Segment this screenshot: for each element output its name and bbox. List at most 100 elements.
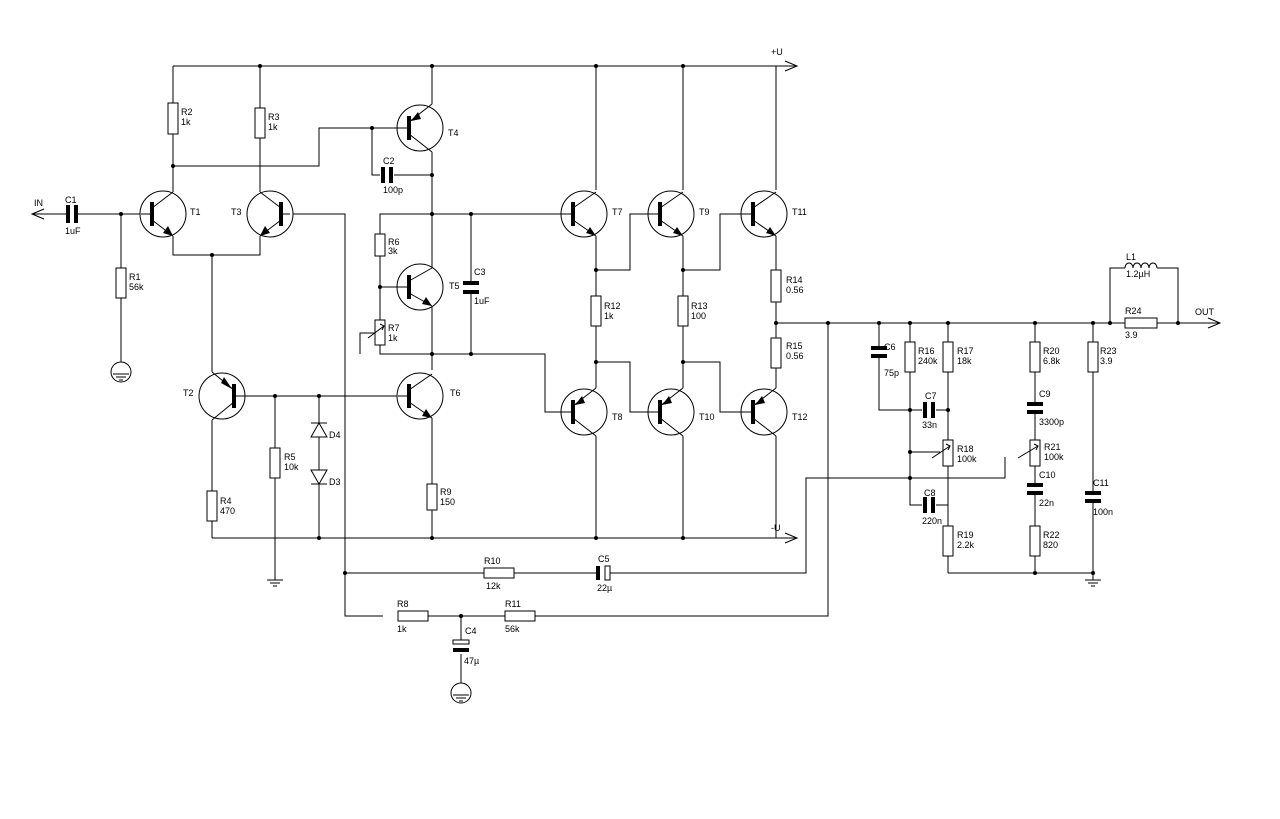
r14-ref: R14 — [786, 275, 803, 285]
c5-value: 22µ — [597, 583, 612, 593]
output-label: OUT — [1195, 307, 1215, 317]
transistor-t8 — [555, 387, 608, 437]
resistor-r12 — [590, 295, 602, 327]
transistor-t10 — [643, 387, 695, 437]
c7-value: 33n — [922, 420, 937, 430]
r6-ref: R6 — [388, 237, 400, 247]
t2-label: T2 — [183, 388, 194, 398]
resistor-r17 — [942, 341, 954, 373]
r16-ref: R16 — [918, 346, 935, 356]
r5-ref: R5 — [284, 452, 296, 462]
r17-ref: R17 — [957, 346, 974, 356]
transistor-t7 — [548, 190, 608, 238]
c9-value: 3300p — [1039, 417, 1064, 427]
r5-value: 10k — [284, 462, 299, 472]
resistor-r16 — [904, 341, 916, 373]
r3-value: 1k — [268, 122, 278, 132]
c6-ref: C6 — [884, 342, 896, 352]
c6-value: 75p — [884, 368, 899, 378]
r2-ref: R2 — [181, 107, 193, 117]
r22-ref: R22 — [1043, 530, 1060, 540]
resistor-r1 — [115, 267, 127, 299]
r20-value: 6.8k — [1043, 356, 1061, 366]
r18-value: 100k — [957, 454, 977, 464]
resistor-r3 — [254, 107, 266, 139]
r7-value: 1k — [388, 333, 398, 343]
vminus-label: -U — [771, 523, 781, 533]
r12-value: 1k — [604, 311, 614, 321]
labels: IN OUT +U -U C1 1uF R1 56k R2 1k R3 1k T… — [34, 47, 1215, 666]
transistor-t11 — [740, 190, 788, 238]
resistor-r7 — [374, 319, 386, 346]
ground-symbols — [110, 361, 1101, 704]
resistor-r10 — [483, 567, 515, 579]
wires — [30, 60, 1222, 683]
r17-value: 18k — [957, 356, 972, 366]
resistor-r20 — [1029, 341, 1041, 373]
c3-value: 1uF — [474, 296, 490, 306]
t6-label: T6 — [450, 388, 461, 398]
r15-value: 0.56 — [786, 351, 804, 361]
r11-ref: R11 — [505, 599, 521, 609]
t3-label: T3 — [231, 207, 242, 217]
r13-ref: R13 — [691, 301, 708, 311]
c8-ref: C8 — [924, 488, 936, 498]
c1-value: 1uF — [65, 226, 81, 236]
resistor-r19 — [942, 525, 954, 557]
resistor-r15 — [770, 337, 782, 369]
resistor-r6 — [374, 233, 386, 257]
r1-value: 56k — [129, 282, 144, 292]
input-label: IN — [34, 198, 43, 208]
resistor-r2 — [167, 102, 179, 135]
r3-ref: R3 — [268, 112, 280, 122]
diodes — [310, 421, 328, 486]
r21-ref: R21 — [1044, 442, 1061, 452]
r10-value: 12k — [486, 581, 501, 591]
resistor-r24 — [1124, 317, 1158, 329]
r13-value: 100 — [691, 311, 706, 321]
resistor-r4 — [206, 490, 218, 522]
resistor-r22 — [1029, 525, 1041, 557]
c1-ref: C1 — [65, 195, 77, 205]
c10-value: 22n — [1039, 498, 1054, 508]
r8-value: 1k — [397, 624, 407, 634]
r23-ref: R23 — [1100, 346, 1117, 356]
d3-label: D3 — [329, 477, 341, 487]
transistor-t2 — [198, 371, 248, 421]
c2-value: 100p — [383, 185, 403, 195]
t4-label: T4 — [448, 128, 459, 138]
c11-value: 100n — [1093, 507, 1113, 517]
t9-label: T9 — [699, 207, 710, 217]
t7-label: T7 — [612, 207, 623, 217]
transistor-t12 — [740, 387, 788, 437]
r11-value: 56k — [505, 624, 520, 634]
r1-ref: R1 — [129, 272, 141, 282]
transistor-t4 — [395, 103, 444, 153]
r15-ref: R15 — [786, 341, 803, 351]
r24-ref: R24 — [1125, 306, 1142, 316]
l1-ref: L1 — [1126, 252, 1136, 262]
transistor-t1 — [139, 190, 187, 238]
l1-value: 1.2µH — [1126, 269, 1150, 279]
r2-value: 1k — [181, 117, 191, 127]
c4-ref: C4 — [465, 626, 477, 636]
resistor-r23 — [1087, 341, 1099, 373]
vplus-label: +U — [771, 47, 783, 57]
r22-value: 820 — [1043, 540, 1058, 550]
r20-ref: R20 — [1043, 346, 1060, 356]
r19-ref: R19 — [957, 530, 974, 540]
r4-ref: R4 — [220, 496, 232, 506]
resistor-r13 — [677, 295, 689, 327]
transistor-t9 — [643, 190, 695, 238]
r7-ref: R7 — [388, 323, 400, 333]
r8-ref: R8 — [397, 599, 409, 609]
resistor-r5 — [269, 447, 281, 479]
r24-value: 3.9 — [1125, 330, 1138, 340]
c4-value: 47µ — [464, 656, 479, 666]
transistor-t3 — [246, 190, 294, 238]
r10-ref: R10 — [484, 556, 501, 566]
c2-ref: C2 — [383, 156, 395, 166]
resistor-r11 — [504, 610, 536, 622]
r23-value: 3.9 — [1100, 356, 1113, 366]
